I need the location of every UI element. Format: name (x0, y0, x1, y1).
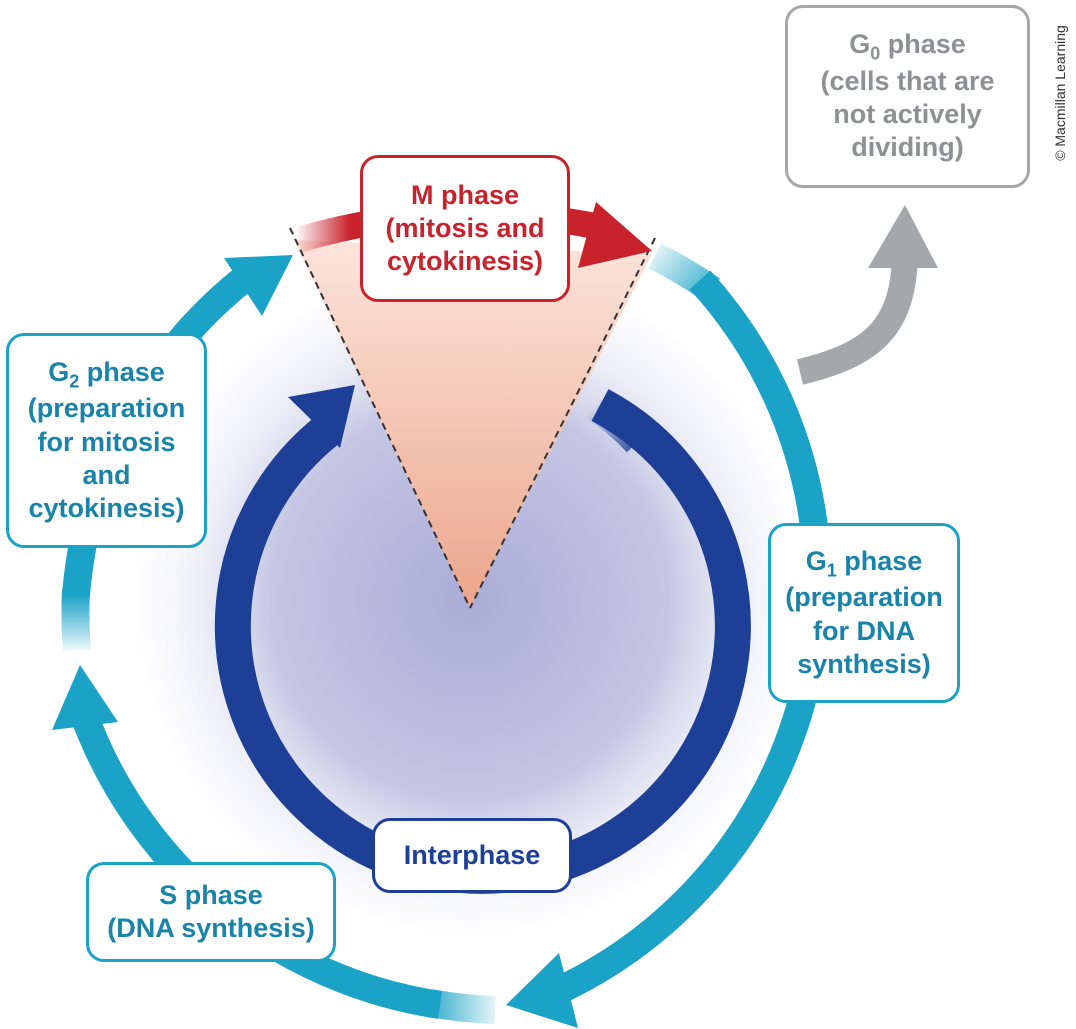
g0-exit-path (796, 249, 918, 385)
interphase-ring-fade (584, 386, 654, 453)
g1-phase-desc-line: (preparation (785, 582, 943, 613)
interphase-label: Interphase (403, 839, 541, 870)
g2-phase-desc-line: cytokinesis) (28, 492, 185, 523)
s-phase-box: S phase (DNA synthesis) (86, 862, 336, 962)
g1-phase-desc-line: for DNA (813, 615, 915, 646)
g2-phase-desc-line: (preparation (27, 393, 186, 424)
copyright-notice: © Macmillan Learning (1048, 4, 1072, 182)
interphase-arrowhead-icon (288, 385, 355, 448)
g2-phase-desc-line: and (82, 459, 131, 490)
g2-phase-title: G2 phase (48, 356, 165, 392)
s-phase-title: S phase (159, 879, 263, 910)
g0-phase-desc-line: dividing) (851, 132, 964, 163)
m-phase-box: M phase (mitosis and cytokinesis) (360, 155, 570, 302)
g1-phase-title: G1 phase (805, 545, 923, 581)
g1-arc-fade (648, 243, 721, 302)
g0-phase-title: G0 phase (849, 29, 966, 64)
g2-arrowhead-icon (224, 255, 293, 316)
m-phase-arrowhead-icon (578, 202, 652, 268)
m-phase-desc-line: (mitosis and (385, 212, 545, 243)
g2-phase-box: G2 phase (preparation for mitosis and cy… (6, 333, 207, 548)
s-arrowhead-icon (52, 665, 118, 730)
g2-phase-desc-line: for mitosis (37, 426, 176, 457)
g1-phase-box: G1 phase (preparation for DNA synthesis) (768, 523, 960, 703)
g1-arrowhead-icon (506, 953, 578, 1028)
g1-phase-desc-line: synthesis) (797, 648, 931, 679)
g0-phase-desc-line: (cells that are (820, 65, 995, 96)
g2-arc-fade (61, 589, 91, 652)
m-phase-desc-line: cytokinesis) (386, 246, 544, 277)
wedge-right-edge (469, 237, 656, 609)
g0-phase-box: G0 phase (cells that are not actively di… (785, 5, 1030, 188)
g0-phase-desc-line: not actively (833, 99, 982, 130)
m-phase-wedge (294, 240, 652, 608)
s-arc-fade (427, 989, 496, 1024)
s-phase-desc-line: (DNA synthesis) (107, 913, 315, 943)
copyright-text: © Macmillan Learning (1052, 25, 1068, 161)
interphase-box: Interphase (372, 818, 572, 893)
m-phase-title: M phase (410, 179, 520, 210)
wedge-left-edge (289, 227, 471, 609)
g0-arrowhead-icon (868, 205, 938, 268)
